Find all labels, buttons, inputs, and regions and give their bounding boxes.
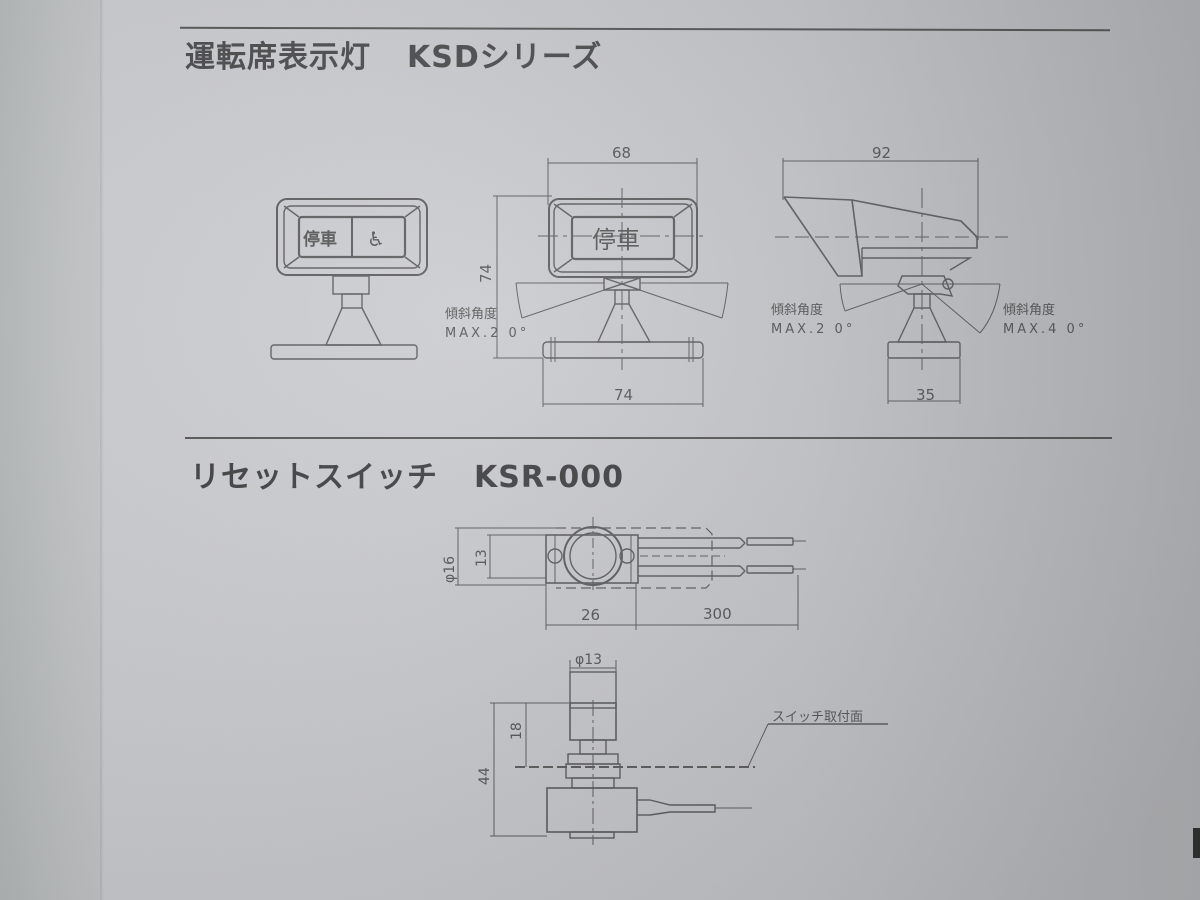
dim-18: 18 — [509, 722, 525, 740]
ksd-perspective-drawing — [270, 198, 428, 360]
dim-35: 35 — [916, 386, 935, 404]
dim-phi16: φ16 — [442, 556, 458, 583]
tilt-label-side-left: 傾斜角度 — [771, 302, 823, 318]
panel-label-teisha-small: 停車 — [303, 229, 337, 250]
tilt-max-side-left: MAX.2 0° — [771, 322, 855, 337]
panel-label-teisha-large: 停車 — [592, 226, 640, 254]
section1-title-jp: 運転席表示灯 — [185, 40, 371, 75]
ksd-front-drawing — [493, 158, 729, 407]
dim-74-base: 74 — [614, 386, 633, 404]
drawing-labels: 停車 ♿ 停車 68 74 74 92 35 傾斜角度 MAX.2 0° 傾斜角… — [303, 144, 1087, 785]
section1-title: 運転席表示灯 KSDシリーズ — [185, 32, 602, 76]
mount-surface-label: スイッチ取付面 — [772, 710, 863, 725]
ksr-side-view-drawing — [490, 660, 888, 845]
section2-title-model: KSR-000 — [474, 460, 625, 495]
dim-44: 44 — [477, 767, 493, 785]
page-fold-edge — [100, 0, 104, 900]
dim-13: 13 — [474, 549, 490, 567]
dim-68: 68 — [612, 144, 631, 162]
ksd-side-drawing — [775, 158, 1008, 404]
section2-top-rule — [185, 437, 1112, 439]
tilt-label-side-right: 傾斜角度 — [1003, 302, 1055, 318]
wheelchair-icon: ♿ — [367, 227, 385, 251]
section2-title-jp: リセットスイッチ — [190, 460, 438, 495]
section1-title-model: KSDシリーズ — [407, 40, 603, 75]
dim-phi13: φ13 — [575, 652, 602, 668]
tilt-max-side-right: MAX.4 0° — [1003, 322, 1087, 337]
tilt-max-front: MAX.2 0° — [445, 326, 529, 341]
dim-92: 92 — [872, 144, 891, 162]
dim-74-height: 74 — [477, 264, 495, 283]
tilt-label-front: 傾斜角度 — [445, 306, 497, 322]
dim-26: 26 — [581, 606, 600, 624]
ksr-top-view-drawing — [455, 517, 806, 630]
section2-title: リセットスイッチ KSR-000 — [190, 452, 624, 496]
panel-display-text: 停車 ♿ 停車 — [303, 226, 640, 254]
dim-300: 300 — [703, 605, 732, 623]
page-edge-mark — [1193, 828, 1200, 858]
